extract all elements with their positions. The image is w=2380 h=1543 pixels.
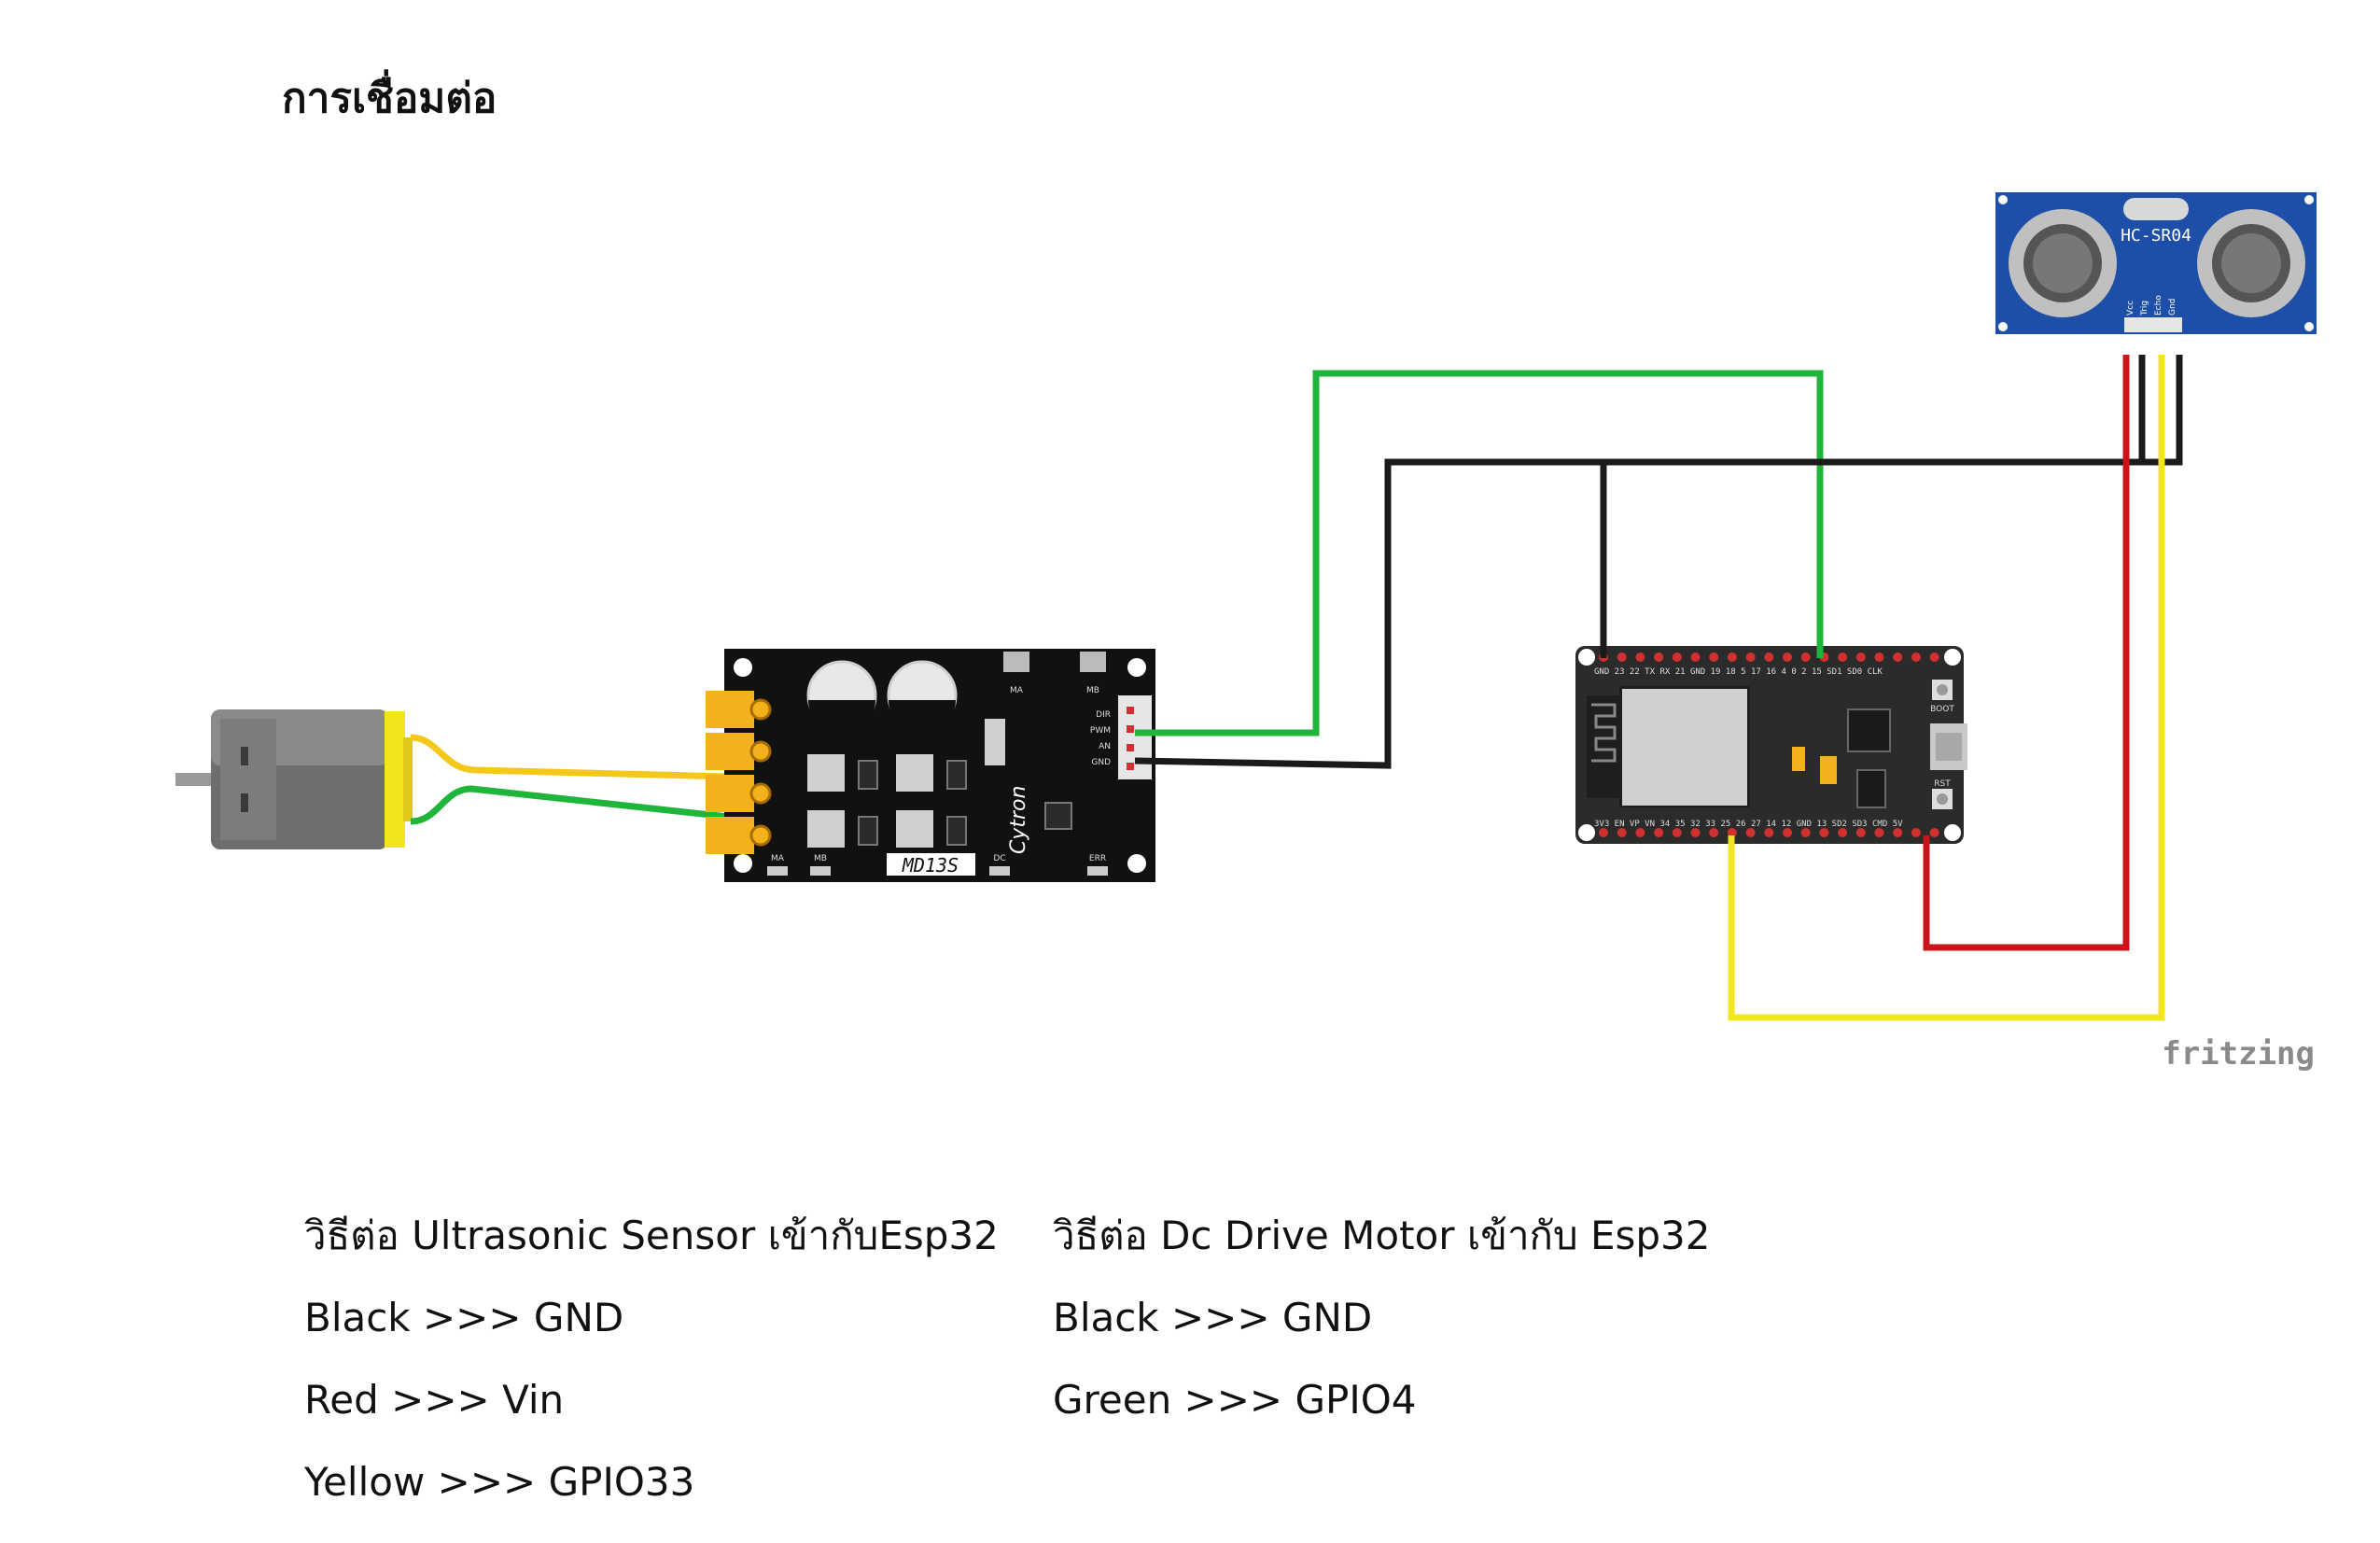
motor-wire-green [410,785,729,825]
esp32-pin [1654,652,1664,662]
wire-red-vin [1923,355,2130,951]
esp32-top-pin-labels: GND 23 22 TX RX 21 GND 19 18 5 17 16 4 0… [1594,667,1883,677]
ultrasonic-sensor: HC-SR04 Vcc Trig Echo Gnd [1995,192,2317,334]
esp32-pin [1690,828,1701,837]
sensor-pin-gnd: Gnd [2168,299,2177,316]
esp32-rst-label: RST [1934,779,1951,789]
esp32-pin [1874,828,1884,837]
esp32-pin [1911,828,1921,837]
esp32-pin [1764,652,1774,662]
motor-notes-title: วิธีต่อ Dc Drive Motor เข้ากับ Esp32 [1053,1213,1711,1258]
esp32-pin [1929,652,1939,662]
driver-label-mb-bottom: MB [814,854,827,863]
sensor-pin-echo: Echo [2154,295,2163,316]
esp32-boot-label: BOOT [1930,705,1954,714]
ultrasonic-note-line: Red >>> Vin [304,1377,565,1423]
esp32-pin [1709,828,1719,837]
driver-pin-an: AN [1099,742,1111,751]
motor-note-line: Black >>> GND [1053,1295,1373,1340]
esp32-pin [1893,828,1903,837]
esp32-pin [1745,828,1756,837]
esp32-pin [1727,652,1737,662]
esp32-pin [1690,652,1701,662]
motor-note-line: Green >>> GPIO4 [1053,1377,1417,1423]
esp32-bottom-pin-labels: 3V3 EN VP VN 34 35 32 33 25 26 27 14 12 … [1594,820,1903,829]
esp32-pin [1855,828,1866,837]
motor-wire-yellow [410,734,729,780]
driver-label-err: ERR [1089,854,1106,863]
ultrasonic-notes-title: วิธีต่อ Ultrasonic Sensor เข้ากับEsp32 [304,1213,999,1258]
ultrasonic-wiring-notes: วิธีต่อ Ultrasonic Sensor เข้ากับEsp32 B… [304,1195,999,1523]
driver-label-ma-top: MA [1010,686,1024,695]
motor-driver-brand: Cytron [1007,786,1030,854]
sensor-pin-trig: Trig [2140,301,2149,316]
driver-label-mb-top: MB [1086,686,1099,695]
esp32-pin [1838,652,1848,662]
wire-yellow-gpio33 [1728,355,2165,1021]
fritzing-watermark: fritzing [2162,1035,2315,1073]
esp32-pin [1838,828,1848,837]
ultrasonic-note-line: Yellow >>> GPIO33 [304,1459,695,1505]
esp32-pin [1855,652,1866,662]
esp32-pin [1745,652,1756,662]
esp32-pin [1911,652,1921,662]
esp32-pin [1672,652,1682,662]
sensor-label: HC-SR04 [2121,226,2191,245]
esp32-board: BOOT RST GND 23 22 TX RX 21 GND 19 18 5 … [1575,646,1967,844]
motor-wiring-notes: วิธีต่อ Dc Drive Motor เข้ากับ Esp32 Bla… [1053,1195,1711,1441]
driver-pin-dir: DIR [1096,710,1111,720]
esp32-pin [1599,828,1608,837]
esp32-pin [1635,652,1645,662]
driver-label-dc: DC [993,854,1005,863]
wire-black-gnd-driver [1134,355,2183,769]
esp32-pin [1893,652,1903,662]
sensor-pin-vcc: Vcc [2126,301,2135,316]
esp32-pin [1800,828,1811,837]
esp32-pin [1874,652,1884,662]
esp32-pin [1929,828,1939,837]
esp32-bottom-pin-row [1599,828,1939,837]
esp32-pin [1617,652,1627,662]
page-heading: การเชื่อมต่อ [282,75,497,122]
motor-driver-board: MD13S Cytron DIR PWM AN GND MA MB MA MB … [706,649,1155,882]
esp32-pin [1635,828,1645,837]
wire-green-gpio4 [1135,370,1824,736]
esp32-pin [1764,828,1774,837]
esp32-pin [1800,652,1811,662]
esp32-pin [1672,828,1682,837]
ultrasonic-note-line: Black >>> GND [304,1295,624,1340]
esp32-pin [1819,828,1829,837]
esp32-pin [1783,652,1792,662]
dc-motor [175,709,413,849]
esp32-pin [1617,828,1627,837]
esp32-pin [1727,828,1737,837]
driver-label-ma-bottom: MA [771,854,785,863]
esp32-pin [1654,828,1664,837]
driver-pin-pwm: PWM [1090,726,1111,736]
esp32-pin [1709,652,1719,662]
motor-driver-label: MD13S [902,854,959,877]
driver-pin-gnd: GND [1091,758,1111,767]
esp32-pin [1783,828,1792,837]
